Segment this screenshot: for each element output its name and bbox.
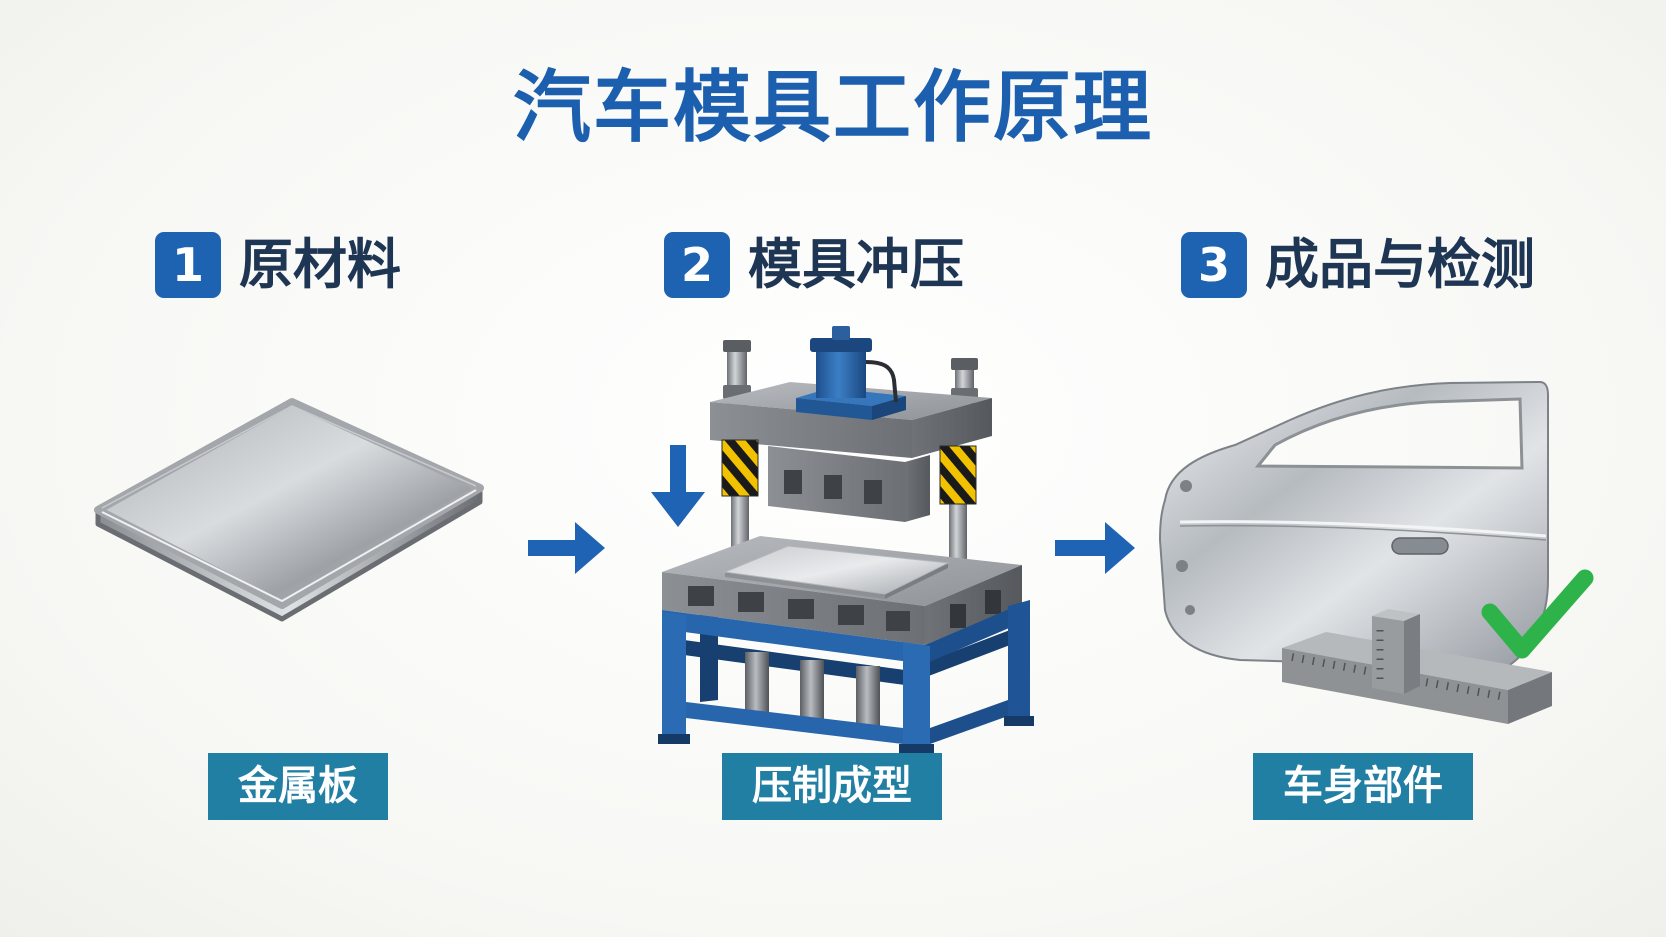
step-heading: 原材料 (239, 233, 401, 296)
arrow-right-icon (1055, 522, 1135, 574)
metal-sheet-icon (94, 398, 484, 622)
step-1-header: 1 原材料 (155, 232, 401, 298)
step-number-badge: 2 (664, 232, 730, 298)
gauge-icon (1282, 609, 1552, 724)
step-number-badge: 1 (155, 232, 221, 298)
arrow-down-icon (651, 445, 705, 527)
step-3-header: 3 成品与检测 (1181, 232, 1535, 298)
step-1-label: 金属板 (208, 753, 388, 820)
step-2-header: 2 模具冲压 (664, 232, 964, 298)
step-heading: 模具冲压 (748, 233, 964, 296)
step-3-label: 车身部件 (1253, 753, 1473, 820)
page-title: 汽车模具工作原理 (512, 63, 1153, 153)
stamping-press-icon (658, 326, 1034, 754)
step-number-badge: 3 (1181, 232, 1247, 298)
car-door-icon (1158, 380, 1549, 670)
checkmark-icon (1481, 569, 1594, 659)
arrow-right-icon (528, 522, 605, 574)
step-heading: 成品与检测 (1265, 233, 1535, 296)
step-2-label: 压制成型 (722, 753, 942, 820)
